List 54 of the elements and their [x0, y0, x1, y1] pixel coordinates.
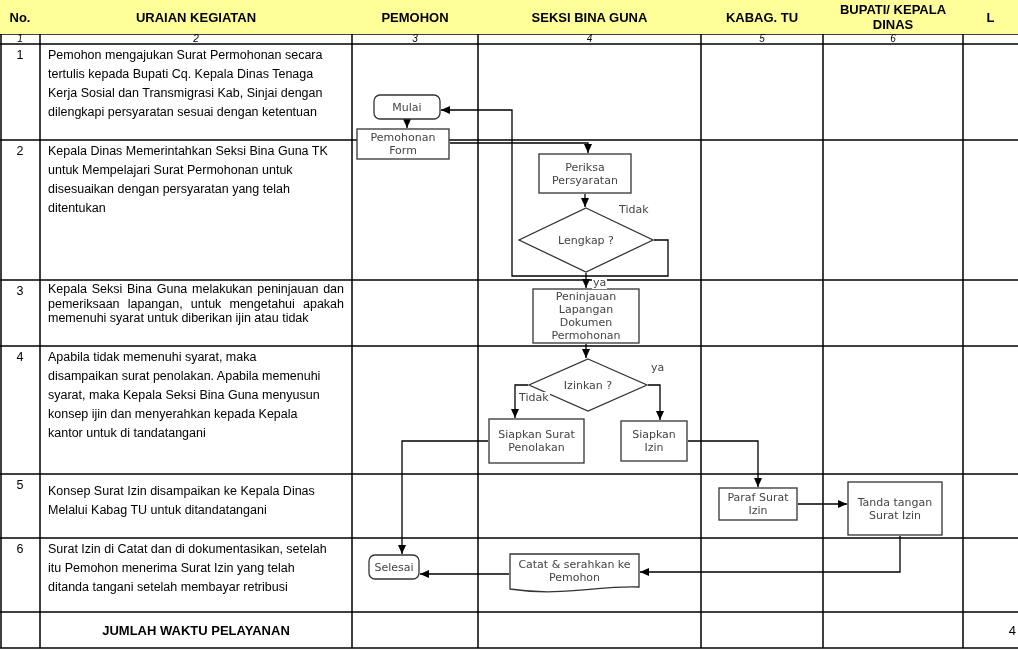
arrow — [403, 119, 411, 129]
row-number: 4 — [15, 349, 25, 366]
process-box: Peninjauan Lapangan Dokumen Permohonan — [532, 288, 640, 344]
terminator-box: Mulai — [373, 94, 441, 120]
column-header: KABAG. TU — [701, 0, 823, 34]
column-header: SEKSI BINA GUNA — [478, 0, 701, 34]
row-number: 6 — [15, 541, 25, 558]
column-header: L — [963, 0, 1018, 34]
column-number: 3 — [411, 34, 419, 44]
arrow — [581, 193, 589, 208]
edge-label: Tidak — [618, 204, 650, 216]
column-header: PEMOHON — [352, 0, 478, 34]
process-box: Pemohonan Form — [356, 128, 450, 160]
activity-description: Konsep Surat Izin disampaikan ke Kepala Dinas Melalui Kabag TU untuk ditandatangani — [47, 483, 316, 519]
column-number: 2 — [192, 34, 200, 44]
row-number: 1 — [15, 47, 25, 64]
arrow — [687, 440, 762, 488]
arrow — [449, 142, 592, 154]
column-header: BUPATI/ KEPALA DINAS — [823, 0, 963, 34]
process-box: Tanda tangan Surat Izin — [847, 481, 943, 536]
process-box: Paraf Surat Izin — [718, 487, 798, 521]
arrow — [797, 500, 848, 508]
arrow — [511, 384, 529, 419]
process-box: Periksa Persyaratan — [538, 153, 632, 194]
activity-description: Pemohon mengajukan Surat Permohonan secara tertulis kepada Bupati Cq. Kepala Dinas Tenaga Kerja Sosial dan Transmigrasi Kab, Sinjai dengan dilengkapi persyaratan sesuai dengan ketentuan — [47, 47, 324, 121]
arrow — [639, 535, 901, 576]
row-number: 2 — [15, 143, 25, 160]
row-number: 5 — [15, 477, 25, 494]
total-label: JUMLAH WAKTU PELAYANAN — [101, 621, 291, 640]
arrow — [647, 384, 664, 421]
row-number: 3 — [15, 283, 25, 300]
process-box: Siapkan Surat Penolakan — [488, 418, 585, 464]
column-number: 6 — [889, 34, 897, 44]
activity-description: Surat Izin di Catat dan di dokumentasikan, setelah itu Pemohon menerima Surat Izin yang telah ditanda tangani setelah membayar retribusi — [47, 541, 328, 596]
column-header: URAIAN KEGIATAN — [40, 0, 352, 34]
arrow — [582, 343, 590, 359]
edge-label: ya — [650, 362, 666, 374]
edge-label: Tidak — [518, 392, 550, 404]
total-value: 4 — [1007, 621, 1017, 640]
column-number: 5 — [758, 34, 766, 44]
column-header: No. — [0, 0, 40, 34]
edge-label: ya — [592, 277, 608, 289]
activity-description: Apabila tidak memenuhi syarat, maka disampaikan surat penolakan. Apabila memenuhi syarat, maka Kepala Seksi Bina Guna menyusun konsep ijin dan menyerahkan kepada Kepala kantor untuk di tandatangani — [47, 349, 322, 442]
activity-description: Kepala Dinas Memerintahkan Seksi Bina Guna TK untuk Mempelajari Surat Permohonan untuk disesuaikan dengan persyaratan yang telah ditentukan — [47, 143, 329, 217]
column-number: 4 — [585, 34, 594, 44]
column-number: 1 — [16, 34, 24, 44]
terminator-box: Selesai — [368, 554, 420, 580]
arrow — [440, 106, 669, 277]
arrow — [419, 570, 510, 578]
document-shape: Catat & serahkan ke Pemohon — [509, 553, 640, 595]
process-box: Siapkan Izin — [620, 420, 688, 462]
arrow — [582, 272, 590, 289]
activity-description: Kepala Seksi Bina Guna melakukan peninjauan dan pemeriksaan lapangan, untuk mengetahui apakah memenuhi syarat untuk diberikan ijin atau tidak — [47, 281, 345, 327]
arrow — [398, 440, 489, 555]
